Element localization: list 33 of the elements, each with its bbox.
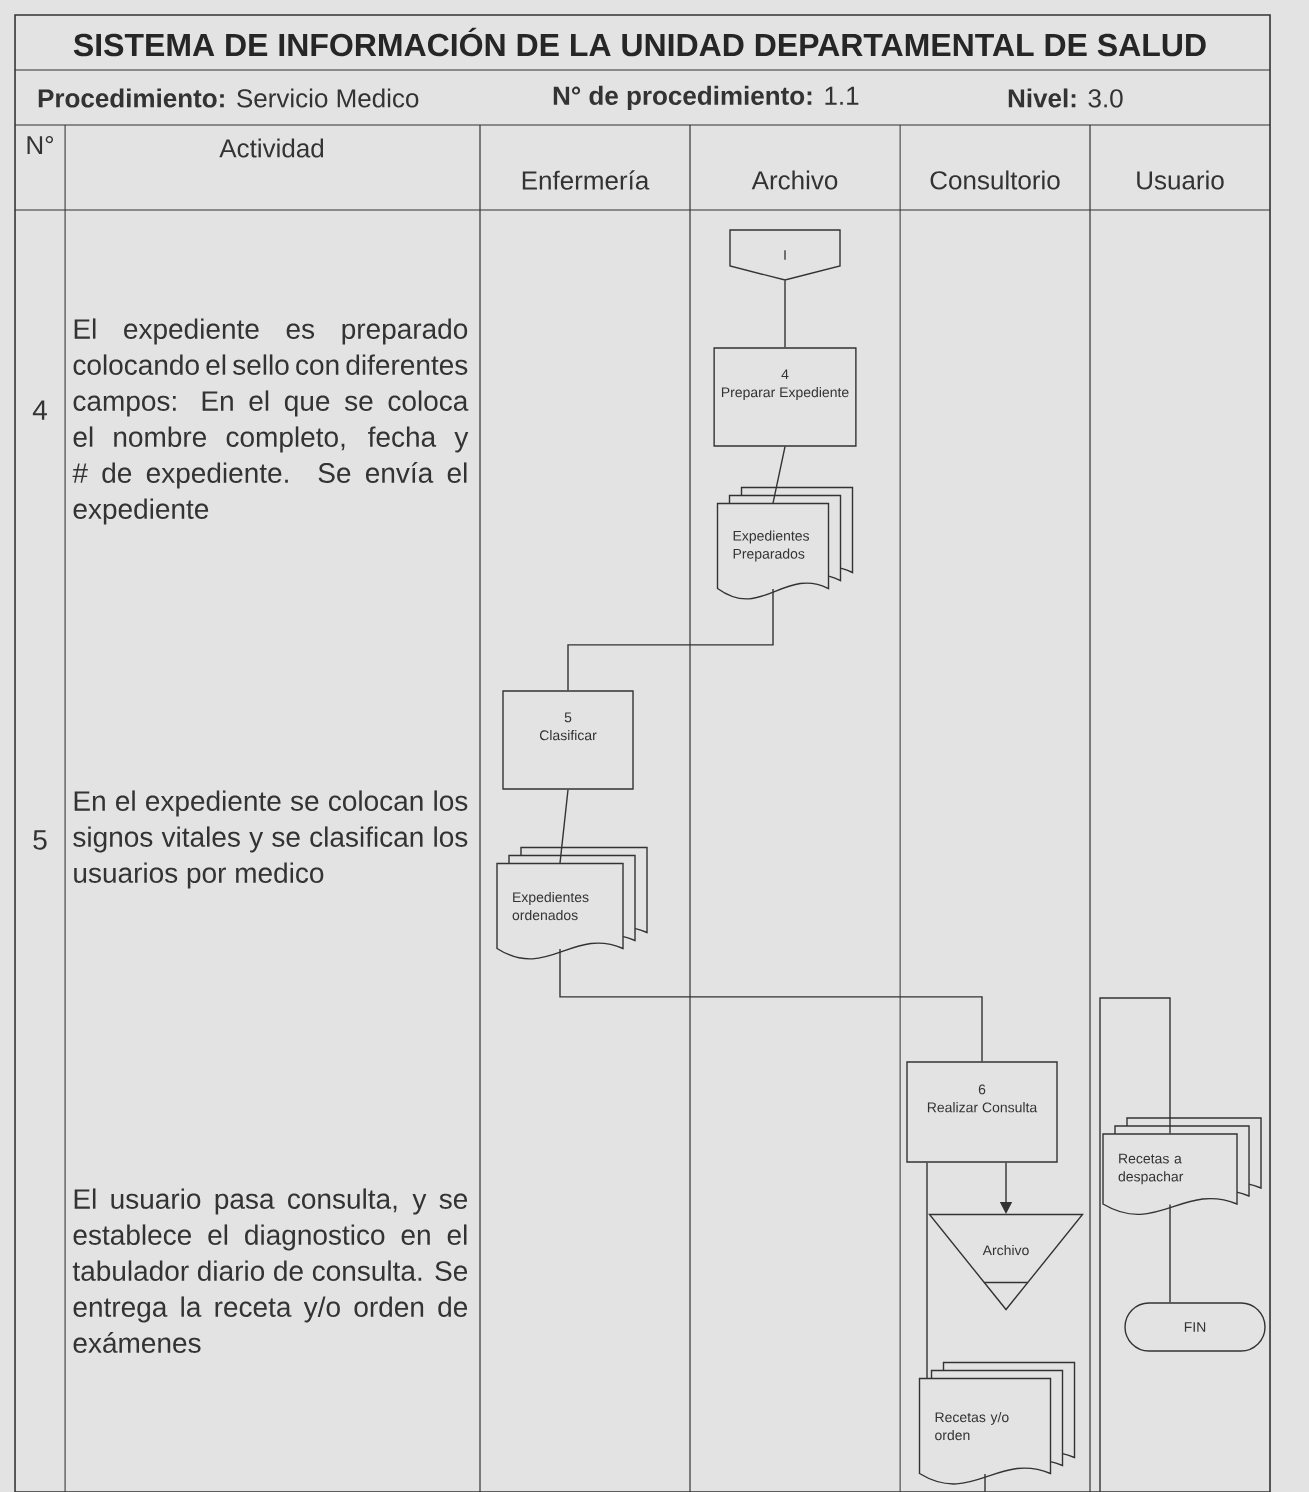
- lane-header: Usuario: [1137, 170, 1224, 190]
- lane-header: Enfermería: [522, 170, 650, 190]
- document-stack: Expedientes ordenados: [496, 846, 648, 960]
- row-number: 5: [33, 830, 47, 850]
- activity-description: En el expediente se colocan los signos vitales y se clasifican los usuarios por medico: [73, 790, 468, 889]
- document-stack: Recetas y/o orden: [918, 1361, 1076, 1485]
- lane-header: Archivo: [751, 170, 838, 190]
- storage-triangle: Archivo: [928, 1213, 1084, 1311]
- procedure-label: Procedimiento: Servicio Medico: [38, 88, 419, 108]
- connector-line: [1169, 1203, 1171, 1303]
- connector-line: [567, 588, 774, 691]
- column-header: Actividad: [219, 138, 324, 158]
- connector-line: [784, 279, 786, 348]
- procedure-number-label: N° de procedimiento: 1.1: [553, 85, 859, 111]
- off-page-connector: I: [729, 229, 841, 281]
- column-header: N°: [27, 135, 54, 155]
- row-number: 4: [32, 400, 47, 420]
- connector-line: [1099, 997, 1171, 1492]
- process-box: 6 Realizar Consulta: [906, 1061, 1058, 1163]
- activity-description: El usuario pasa consulta, y se establece el diagnostico en el tabulador diario de consulta. Se entrega la receta y/o orden de exámenes: [72, 1188, 468, 1353]
- connector-line: [984, 1473, 986, 1492]
- activity-description: El expediente es preparado colocando el sello con diferentes campos: En el que se coloca el nombre completo, fecha y # de expediente. Se envía el expediente: [72, 318, 469, 525]
- process-box: 4 Preparar Expediente: [713, 347, 857, 447]
- title: SISTEMA DE INFORMACIÓN DE LA UNIDAD DEPARTAMENTAL DE SALUD: [73, 27, 1206, 57]
- connector-line: [559, 789, 569, 864]
- connector-line: [559, 948, 983, 1062]
- document-stack: Recetas a despachar: [1102, 1117, 1262, 1216]
- connector-line: [926, 1162, 928, 1379]
- connector-line: [772, 446, 786, 504]
- lane-header: Consultorio: [930, 170, 1060, 190]
- document-stack: Expedientes Preparados: [716, 486, 854, 600]
- level-label: Nivel: 3.0: [1008, 88, 1123, 108]
- process-box: 5 Clasificar: [502, 690, 634, 790]
